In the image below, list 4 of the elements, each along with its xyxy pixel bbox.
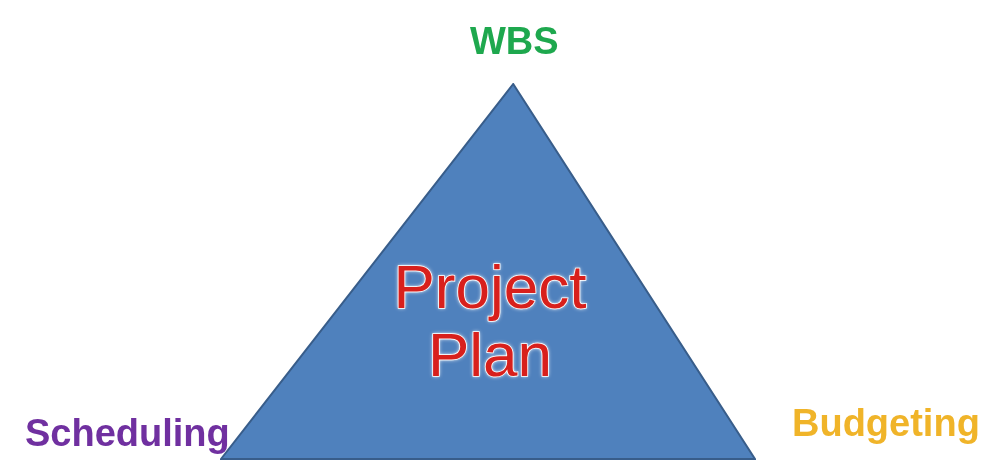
corner-label: Budgeting [792, 404, 980, 442]
corner-label: Scheduling [25, 414, 230, 452]
triangle-label: Project Plan [392, 253, 588, 390]
corner-label: WBS [470, 22, 559, 60]
